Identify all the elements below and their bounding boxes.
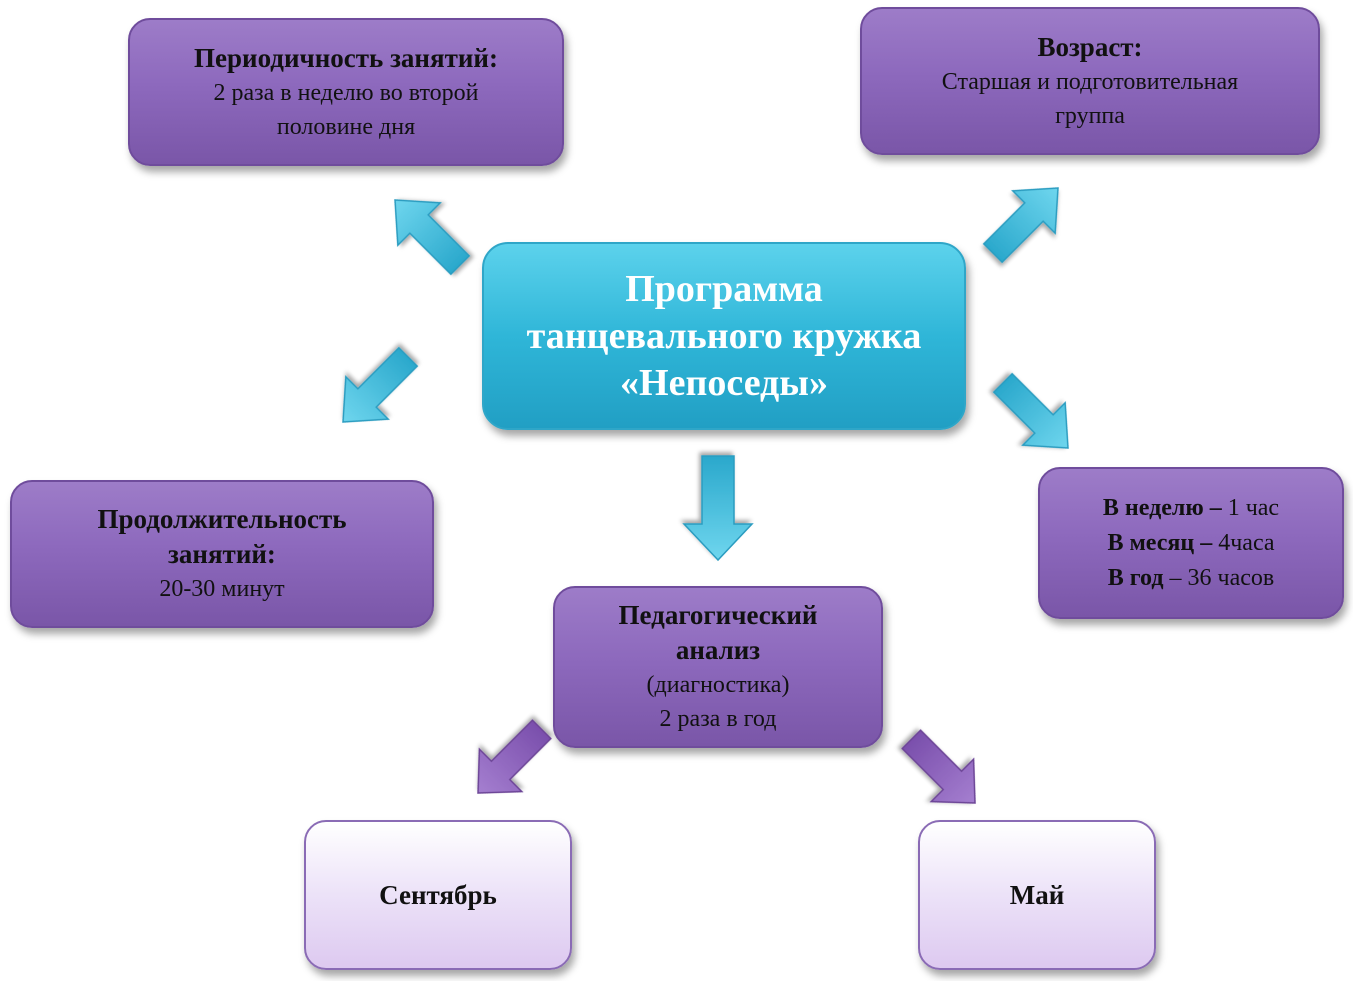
- arrow-to-hours: [992, 372, 1069, 449]
- duration-box: Продолжительность занятий: 20-30 минут: [10, 480, 434, 628]
- hours-year: В год – 36 часов: [1108, 561, 1274, 596]
- analysis-title-line-1: Педагогический: [618, 600, 818, 630]
- frequency-line-2: половине дня: [276, 113, 416, 140]
- age-box: Возраст: Старшая и подготовительная груп…: [860, 7, 1320, 155]
- duration-title-line-1: Продолжительность: [97, 504, 347, 534]
- program-title-line-2: танцевального кружка: [526, 314, 922, 357]
- age-title: Возраст:: [1037, 31, 1143, 62]
- frequency-box: Периодичность занятий: 2 раза в неделю в…: [128, 18, 564, 166]
- frequency-title: Периодичность занятий:: [194, 42, 498, 73]
- duration-value: 20-30 минут: [159, 576, 285, 602]
- age-line-1: Старшая и подготовительная: [941, 68, 1239, 95]
- hours-box: В неделю – 1 час В месяц – 4часа В год –…: [1038, 467, 1344, 619]
- age-line-2: группа: [1055, 102, 1125, 129]
- arrow-to-frequency: [394, 199, 471, 276]
- hours-week-label: В неделю –: [1102, 494, 1222, 521]
- hours-month: В месяц – 4часа: [1107, 526, 1274, 561]
- may-label: Май: [1009, 879, 1065, 910]
- arrow-to-analysis: [682, 455, 754, 562]
- may-box: Май: [918, 820, 1156, 970]
- analysis-line-1: (диагностика): [646, 672, 790, 698]
- arrow-to-duration: [342, 346, 419, 423]
- duration-title-line-2: занятий:: [168, 539, 276, 569]
- arrow-to-age: [982, 187, 1059, 264]
- september-label: Сентябрь: [379, 879, 497, 910]
- analysis-title-line-2: анализ: [675, 635, 761, 665]
- program-title-box: Программа танцевального кружка «Непоседы…: [482, 242, 966, 430]
- september-box: Сентябрь: [304, 820, 572, 970]
- hours-month-label: В месяц –: [1107, 529, 1213, 556]
- analysis-line-2: 2 раза в год: [659, 706, 777, 732]
- program-title-line-3: «Непоседы»: [620, 361, 828, 404]
- arrow-to-may: [901, 729, 976, 804]
- analysis-box: Педагогический анализ (диагностика) 2 ра…: [553, 586, 883, 748]
- hours-month-value: 4часа: [1212, 529, 1275, 556]
- hours-week-value: 1 час: [1221, 494, 1280, 521]
- program-title-line-1: Программа: [625, 267, 823, 310]
- hours-year-value: – 36 часов: [1163, 564, 1275, 591]
- hours-year-label: В год: [1107, 564, 1164, 591]
- frequency-line-1: 2 раза в неделю во второй: [213, 79, 479, 106]
- hours-week: В неделю – 1 час: [1103, 491, 1279, 526]
- arrow-to-september: [477, 719, 552, 794]
